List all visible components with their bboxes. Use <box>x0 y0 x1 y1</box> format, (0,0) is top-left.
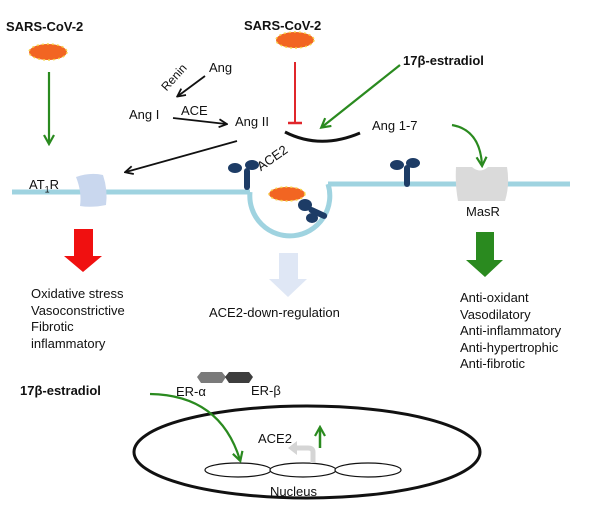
arrow-ang-to-angi <box>178 75 206 96</box>
ace2-receptor-vesicle-icon <box>298 199 328 223</box>
ace-label: ACE <box>181 103 208 118</box>
virus-top-icon <box>275 31 315 49</box>
er-alpha-icon <box>197 372 226 383</box>
er-alpha-label: ER-α <box>176 384 206 399</box>
at1r-label-main: AT <box>29 177 45 192</box>
ang-ii-label: Ang II <box>235 114 269 129</box>
ang-label: Ang <box>209 60 233 75</box>
masr-receptor <box>455 167 509 201</box>
effect-item: Vasodilatory <box>460 306 531 322</box>
ang-i-label: Ang I <box>129 107 160 122</box>
chromatin-3 <box>334 462 402 478</box>
estradiol-label-bottom: 17β-estradiol <box>20 383 101 398</box>
er-beta-label: ER-β <box>251 383 281 398</box>
chromatin-2 <box>269 462 337 478</box>
nucleus-label: Nucleus <box>270 484 317 499</box>
effect-item: Anti-oxidant <box>460 290 529 305</box>
virus-left-icon <box>28 43 68 61</box>
effect-item: inflammatory <box>31 335 106 351</box>
arc-angii-to-ang17 <box>284 130 361 143</box>
ace2-down-regulation-label: ACE2-down-regulation <box>209 305 340 320</box>
arrow-estradiol-to-nucleus <box>149 392 240 460</box>
at1r-receptor <box>76 173 107 207</box>
masr-effects-list: Anti-oxidant Vasodilatory Anti-inflammat… <box>460 290 561 373</box>
ace2-receptor-membrane-icon <box>228 160 259 190</box>
masr-label: MasR <box>466 204 500 219</box>
transcription-arrow-icon <box>296 445 316 463</box>
green-down-arrow-icon <box>466 232 503 277</box>
arrow-ang17-to-masr <box>451 123 482 165</box>
at1r-label-sub: 1 <box>44 184 50 195</box>
nucleus <box>132 404 482 500</box>
effect-item: Anti-inflammatory <box>460 323 562 338</box>
endocytic-vesicle <box>247 183 333 239</box>
red-down-arrow-icon <box>64 229 102 272</box>
ace2-nucleus-label: ACE2 <box>258 431 292 446</box>
sars-cov2-label-left: SARS-CoV-2 <box>6 19 84 34</box>
chromatin-1 <box>204 462 272 478</box>
arrow-angi-to-angii <box>172 117 226 124</box>
effect-item: Anti-hypertrophic <box>460 339 559 355</box>
at1r-label: AT1R <box>29 178 59 195</box>
sars-cov2-label-top: SARS-CoV-2 <box>244 18 322 33</box>
effect-item: Fibrotic <box>31 319 74 334</box>
er-beta-icon <box>225 372 253 383</box>
virus-vesicle-icon <box>268 186 306 202</box>
ang-1-7-label: Ang 1-7 <box>372 118 418 133</box>
at1r-label-end: R <box>49 177 60 192</box>
ace2-receptor-right-icon <box>390 158 420 187</box>
light-down-arrow-icon <box>269 253 307 297</box>
estradiol-label-top: 17β-estradiol <box>403 53 484 68</box>
arrow-angii-to-at1r <box>126 140 238 172</box>
effect-item: Vasoconstrictive <box>31 302 125 318</box>
arrow-estradiol-to-ace2 <box>322 64 401 127</box>
effect-item: Oxidative stress <box>31 286 124 301</box>
effect-item: Anti-fibrotic <box>460 356 526 371</box>
transcription-arrowhead <box>288 441 297 455</box>
at1r-effects-list: Oxidative stress Vasoconstrictive Fibrot… <box>31 286 125 352</box>
